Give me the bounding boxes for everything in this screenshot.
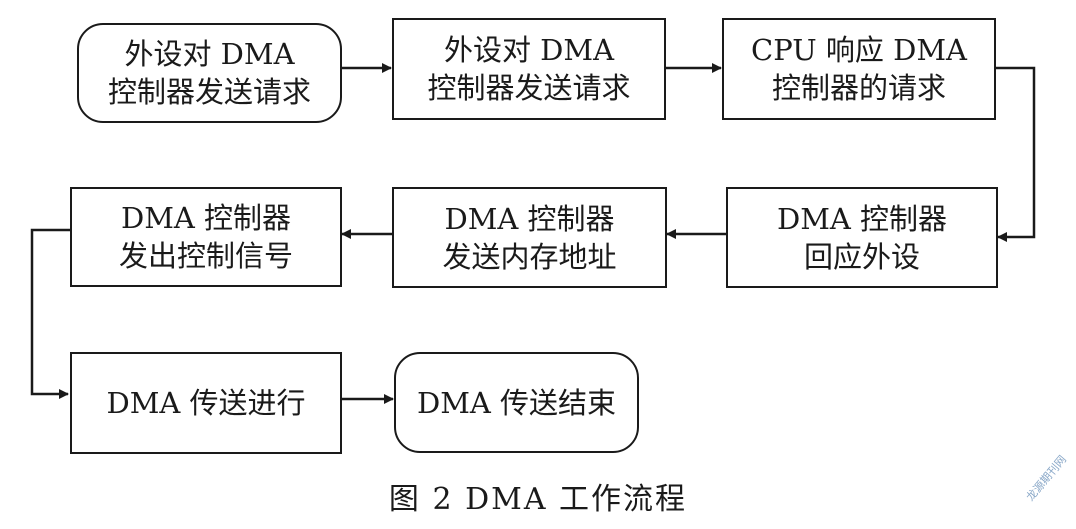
step3-cpu-response: CPU 响应 DMA 控制器的请求: [722, 18, 996, 120]
arrow-step3-to-step4: [996, 66, 1036, 242]
arrow-step6-to-step7: [30, 228, 70, 399]
step1-peripheral-request-start: 外设对 DMA 控制器发送请求: [77, 23, 342, 123]
step5-line2: 发送内存地址: [442, 239, 617, 274]
step6-line1: DMA 控制器: [120, 201, 292, 235]
step4-line1: DMA 控制器: [776, 201, 948, 236]
step2-line2: 控制器发送请求: [427, 71, 631, 105]
figure-caption: 图 2 DMA 工作流程: [388, 482, 688, 517]
step4-dma-acknowledge: DMA 控制器 回应外设: [726, 187, 998, 288]
step5-dma-send-address: DMA 控制器 发送内存地址: [392, 187, 667, 288]
step2-line1: 外设对 DMA: [443, 33, 615, 67]
step1-line1: 外设对 DMA: [124, 37, 295, 71]
step8-dma-transfer-end: DMA 传送结束: [394, 352, 639, 453]
step2-peripheral-request: 外设对 DMA 控制器发送请求: [392, 18, 666, 120]
step3-line2: 控制器的请求: [771, 71, 946, 105]
step4-line2: 回应外设: [803, 239, 920, 274]
step6-dma-control-signal: DMA 控制器 发出控制信号: [70, 187, 342, 287]
step5-line1: DMA 控制器: [444, 201, 615, 236]
step8-line1: DMA 传送结束: [416, 385, 617, 420]
step3-line1: CPU 响应 DMA: [751, 33, 967, 67]
step7-line1: DMA 传送进行: [106, 386, 306, 420]
step6-line2: 发出控制信号: [118, 239, 293, 273]
step1-line2: 控制器发送请求: [107, 75, 311, 109]
step7-dma-transfer-in-progress: DMA 传送进行: [70, 352, 342, 454]
